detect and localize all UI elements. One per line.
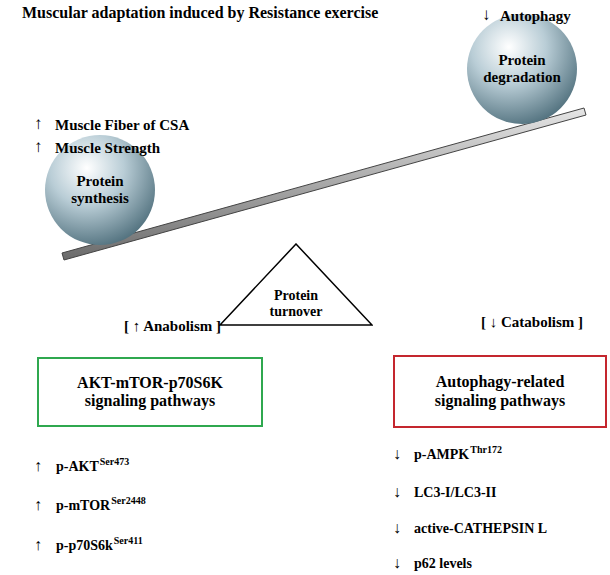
node-text: Autophagy-related signaling pathways: [405, 373, 595, 410]
category-label: [ ↓ Catabolism ]: [481, 314, 583, 331]
marker-label: p-p70S6k: [56, 538, 113, 553]
category-label: [ ↑ Anabolism ]: [124, 318, 221, 335]
arrow: ↓: [393, 445, 401, 463]
arrow: ↓: [393, 519, 401, 537]
outcome-label: Autophagy: [500, 8, 571, 25]
outcome-label: Muscle Strength: [55, 140, 160, 157]
fulcrum-triangle: Protein turnover: [219, 243, 373, 326]
site-superscript: Ser2448: [111, 495, 145, 506]
marker-label: active-CATHEPSIN L: [414, 521, 547, 536]
arrow: ↑: [34, 115, 43, 134]
arrow: ↑: [34, 536, 42, 554]
node-text: Protein degradation: [472, 52, 572, 87]
sphere-body: [467, 14, 577, 124]
arrow: ↑: [34, 496, 42, 514]
site-superscript: Thr172: [470, 444, 502, 455]
arrow: ↓: [482, 6, 491, 25]
arrow: ↑: [34, 457, 42, 475]
node-text: Protein turnover: [251, 288, 341, 320]
pathway-box: AKT-mTOR-p70S6K signaling pathways: [37, 357, 263, 427]
outcome-label: Muscle Fiber of CSA: [55, 117, 189, 134]
marker-label: p-AMPK: [414, 447, 469, 462]
arrow: ↓: [393, 554, 401, 572]
marker-label: p62 levels: [414, 556, 472, 571]
site-superscript: Ser473: [100, 456, 129, 467]
triangle-outline: [220, 244, 372, 325]
marker-label: LC3-I/LC3-II: [414, 485, 496, 500]
node-text: Protein synthesis: [52, 173, 148, 208]
arrow: ↑: [34, 138, 43, 157]
marker-label: p-mTOR: [56, 498, 110, 513]
pathway-box: Autophagy-related signaling pathways: [393, 355, 607, 428]
node-text: AKT-mTOR-p70S6K signaling pathways: [49, 374, 251, 411]
site-superscript: Ser411: [114, 535, 143, 546]
diagram-title: Muscular adaptation induced by Resistanc…: [22, 4, 378, 22]
protein-sphere: Protein degradation: [466, 13, 578, 125]
arrow: ↓: [393, 483, 401, 501]
marker-label: p-AKT: [56, 459, 99, 474]
